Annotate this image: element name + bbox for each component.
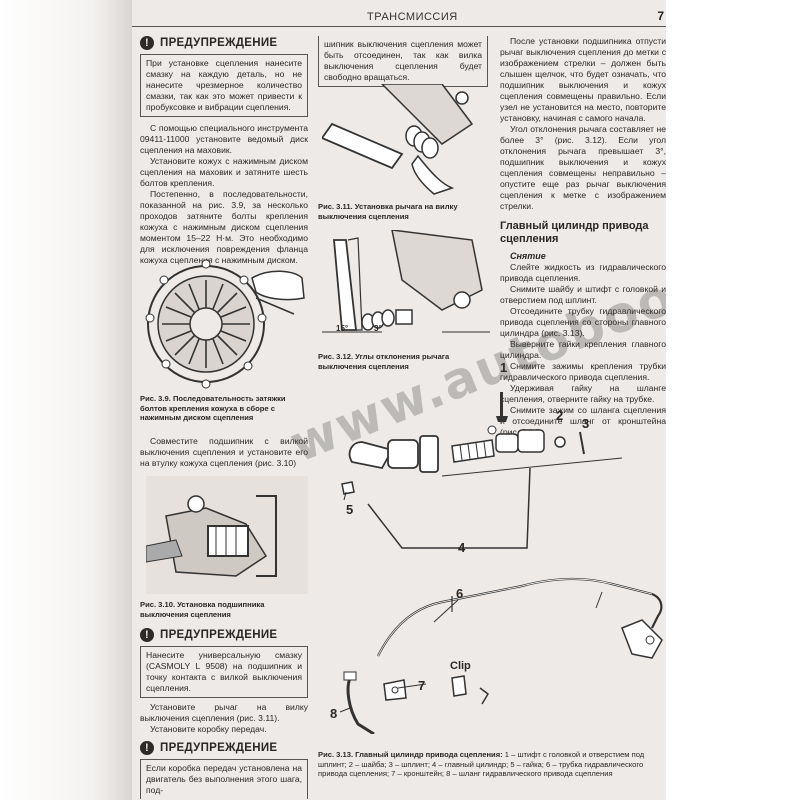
paragraph: С помощью специального инструмента 09411… [140, 123, 308, 155]
paragraph: Удерживая гайку на шланге сцепления, отв… [500, 383, 666, 404]
figure-3-9-clutch-cover [145, 259, 305, 389]
warning-icon: ! [140, 741, 154, 755]
figure-3-12-caption: Рис. 3.12. Углы отклонения рычага выключ… [318, 352, 450, 371]
figure-3-13-label-2: 2 [556, 408, 564, 423]
column-left-mid: Совместите подшипник с вилкой выключения… [140, 436, 308, 469]
warning-heading-text: ПРЕДУПРЕЖДЕНИЕ [160, 741, 278, 754]
paragraph: Установите кожух с нажимным диском сцепл… [140, 156, 308, 188]
figure-3-13-master-cylinder [339, 392, 663, 734]
page-header: ТРАНСМИССИЯ 7 [132, 6, 666, 27]
column-left-lower: ! ПРЕДУПРЕЖДЕНИЕ Нанесите универсальную … [140, 628, 308, 799]
warning-heading-3: ! ПРЕДУПРЕЖДЕНИЕ [140, 741, 308, 755]
warning-box-1: При установке сцепления нанесите смазку … [140, 54, 308, 117]
paragraph: Установите рычаг на вилку выключения сце… [140, 702, 308, 723]
warning-text-1: При установке сцепления нанесите смазку … [146, 58, 302, 112]
warning-text-3-continued: шипник выключения сцепления может быть о… [324, 39, 482, 82]
book-page: ТРАНСМИССИЯ 7 ! ПРЕДУПРЕЖДЕНИЕ При устан… [132, 0, 666, 800]
paragraph: Отсоедините трубку гидравлического приво… [500, 306, 666, 338]
figure-3-9-caption: Рис. 3.9. Последовательность затяжки бол… [140, 394, 286, 422]
paragraph: Снимите зажимы крепления трубки гидравли… [500, 361, 666, 382]
warning-box-2: Нанесите универсальную смазку (CASMOLY L… [140, 646, 308, 698]
header-title: ТРАНСМИССИЯ [367, 11, 458, 23]
column-middle: шипник выключения сцепления может быть о… [318, 36, 488, 87]
column-left: ! ПРЕДУПРЕЖДЕНИЕ При установке сцепления… [140, 36, 308, 266]
warning-text-3: Если коробка передач установлена на двиг… [146, 763, 302, 795]
figure-3-13-label-5: 5 [346, 502, 354, 517]
figure-3-13-label-6: 6 [456, 586, 464, 601]
figure-3-13-caption-text: 1 – штифт с головкой и отверстием под шп… [318, 750, 645, 778]
angle-label-right: 3° [374, 324, 382, 333]
paragraph: Угол отклонения рычага составляет не бол… [500, 124, 666, 211]
paragraph: Совместите подшипник с вилкой выключения… [140, 436, 308, 468]
figure-3-10-caption: Рис. 3.10. Установка подшипника выключен… [140, 600, 265, 619]
figure-3-13-caption: Рис. 3.13. Главный цилиндр привода сцепл… [318, 750, 664, 779]
paragraph: Выверните гайки крепления главного цилин… [500, 339, 666, 360]
figure-3-12-angles [322, 230, 490, 333]
paragraph: Слейте жидкость из гидравлического приво… [500, 262, 666, 283]
paragraph: Постепенно, в последовательности, показа… [140, 189, 308, 265]
scan-margin-left [0, 0, 132, 800]
warning-icon: ! [140, 628, 154, 642]
figure-3-13-label-4: 4 [458, 540, 466, 555]
section-title: Главный цилиндр привода сцепления [500, 220, 649, 245]
figure-3-11-caption: Рис. 3.11. Установка рычага на вилку вык… [318, 202, 458, 221]
figure-3-10-bearing [146, 476, 308, 594]
column-right: После установки подшипника отпусти рычаг… [500, 36, 666, 438]
figure-3-13-label-7: 7 [418, 678, 426, 693]
warning-box-3: Если коробка передач установлена на двиг… [140, 759, 308, 799]
angle-label-left: 15° [336, 324, 349, 333]
warning-box-3-continued: шипник выключения сцепления может быть о… [318, 36, 488, 87]
paragraph: После установки подшипника отпусти рычаг… [500, 36, 666, 123]
paragraph: Установите коробку передач. [150, 724, 267, 734]
figure-3-13-label-8: 8 [330, 706, 338, 721]
warning-heading-1: ! ПРЕДУПРЕЖДЕНИЕ [140, 36, 308, 50]
figure-3-11-lever [322, 84, 474, 195]
warning-icon: ! [140, 36, 154, 50]
page-number: 7 [657, 9, 664, 23]
figure-3-13-caption-title: Рис. 3.13. Главный цилиндр привода сцепл… [318, 750, 503, 759]
scan-margin-right [666, 0, 800, 800]
figure-3-13-label-3: 3 [582, 416, 590, 431]
warning-heading-text: ПРЕДУПРЕЖДЕНИЕ [160, 628, 278, 641]
subsection-title: Снятие [510, 251, 546, 261]
figure-3-13-label-1: 1 [500, 360, 508, 375]
paragraph: Снимите шайбу и штифт с головкой и отвер… [500, 284, 666, 305]
warning-heading-text: ПРЕДУПРЕЖДЕНИЕ [160, 36, 278, 49]
warning-text-2: Нанесите универсальную смазку (CASMOLY L… [146, 650, 302, 693]
warning-heading-2: ! ПРЕДУПРЕЖДЕНИЕ [140, 628, 308, 642]
figure-3-13-label-clip: Clip [450, 660, 471, 672]
